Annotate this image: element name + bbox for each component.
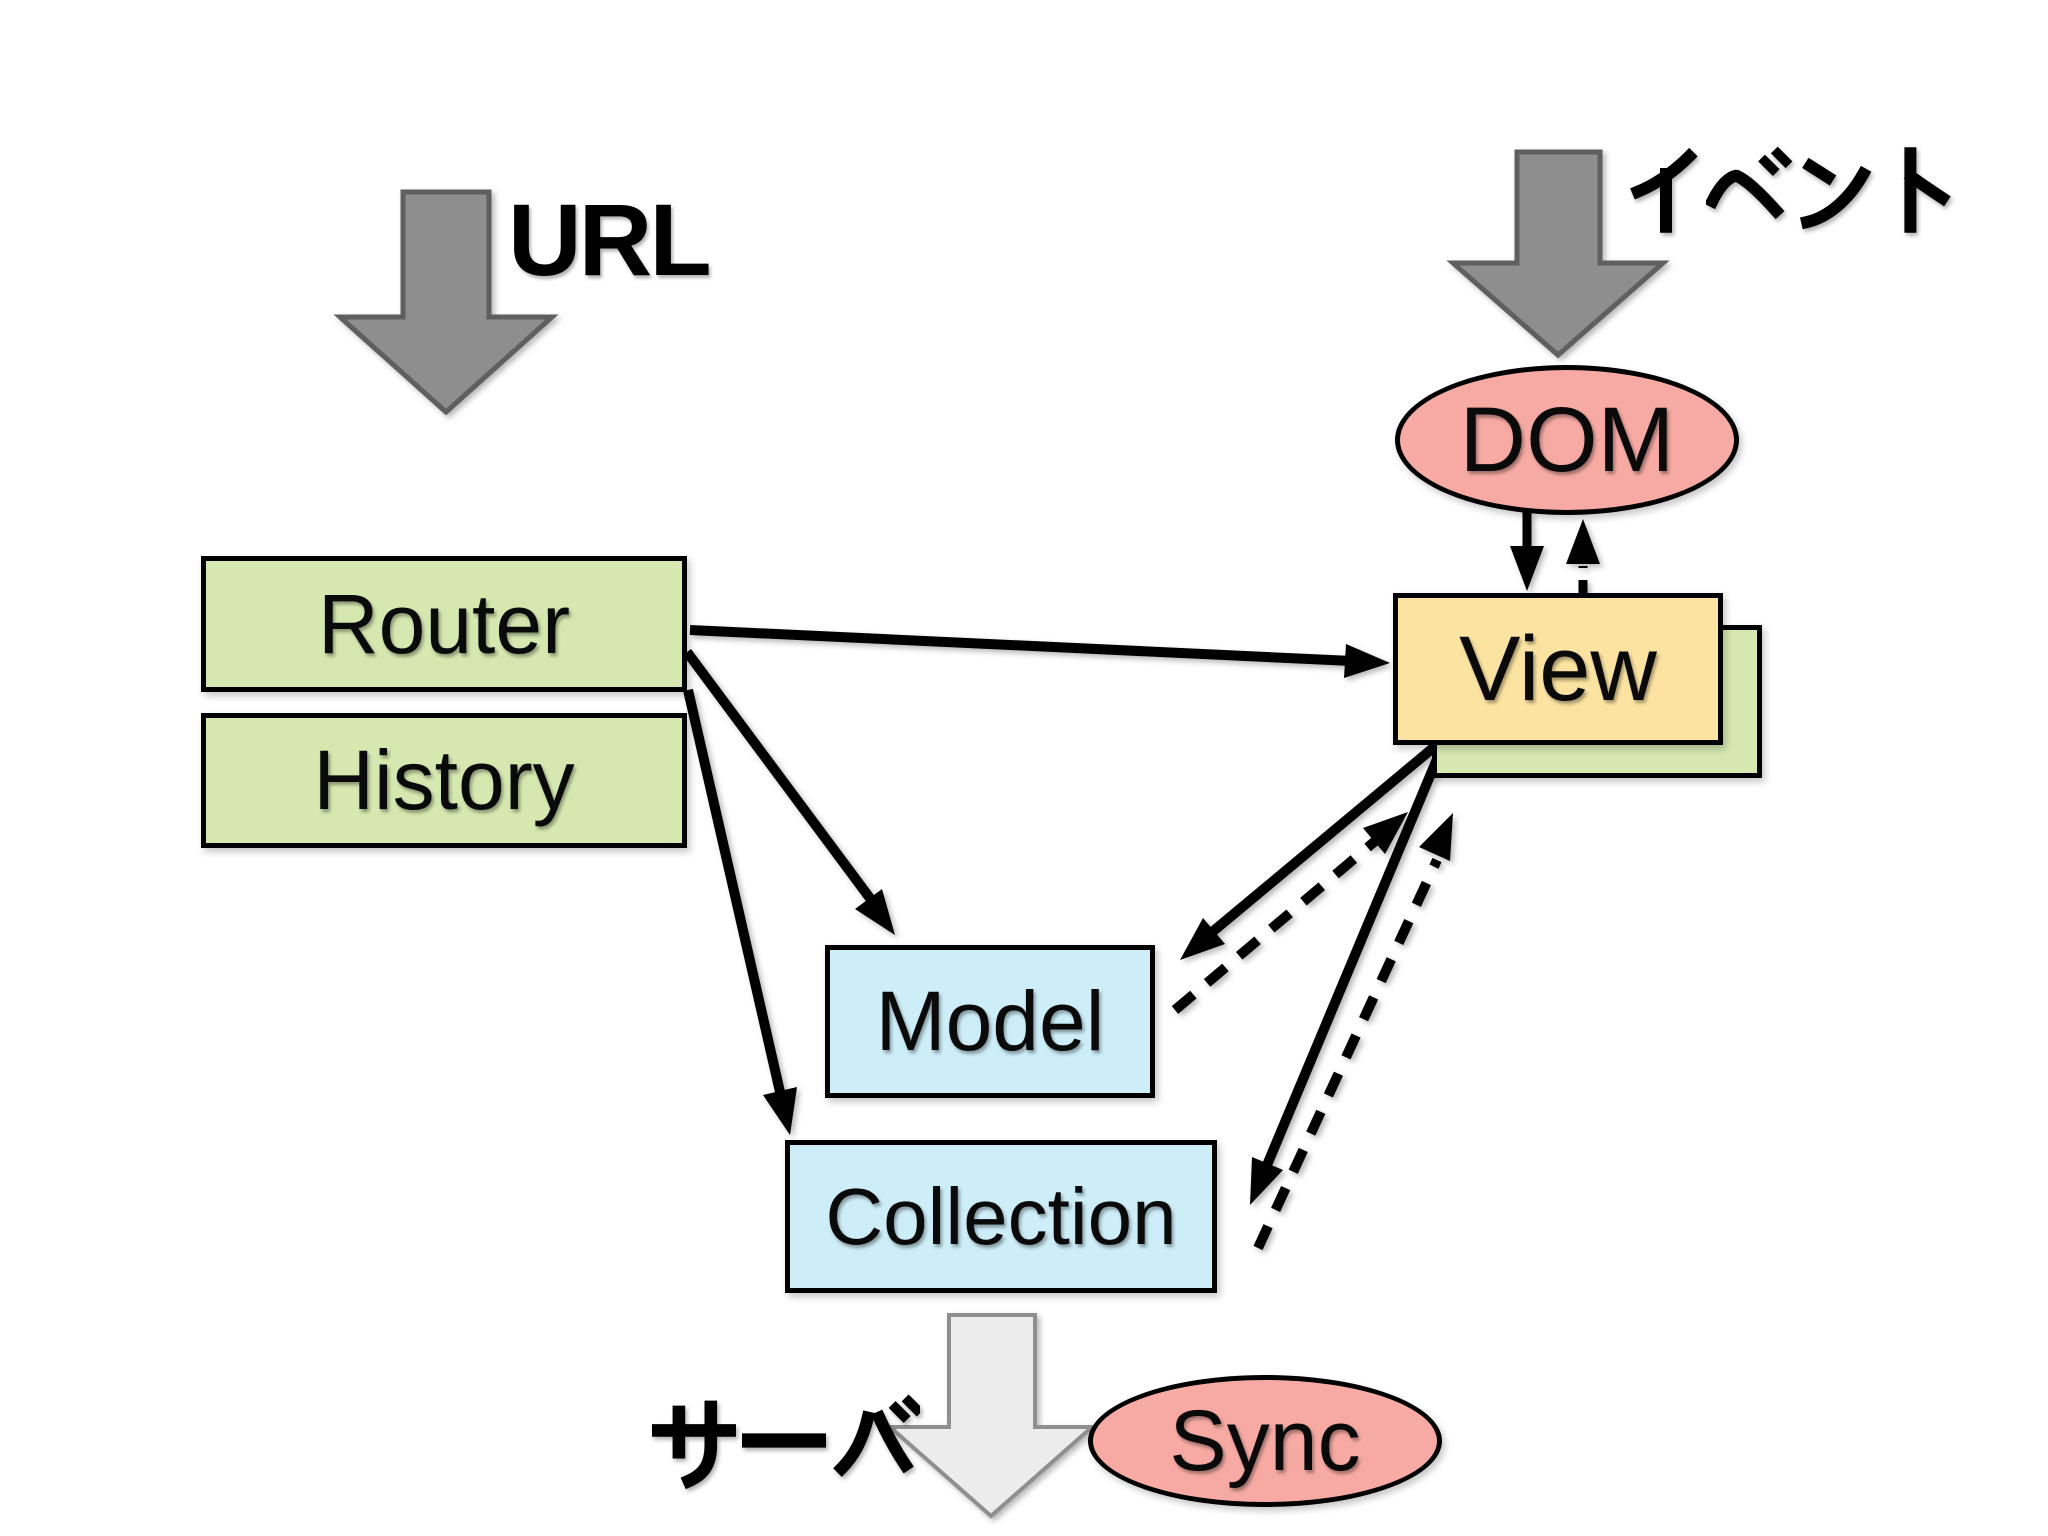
collection-label: Collection (825, 1171, 1177, 1261)
event-block-arrow-icon (1446, 149, 1670, 359)
url-label: URL (508, 183, 712, 297)
router-label: Router (317, 576, 571, 671)
edge-dom-to-view (1510, 512, 1544, 591)
server-block-arrow-icon (884, 1313, 1098, 1519)
edge-router-to-model (682, 649, 895, 935)
collection-node: Collection (785, 1140, 1217, 1293)
model-node: Model (825, 945, 1155, 1098)
server-label (652, 1388, 920, 1493)
edge-collection-to-view-dashed (1253, 813, 1453, 1251)
kana-i-icon (1630, 147, 1698, 233)
kana-sa-icon (652, 1400, 736, 1490)
sync-node: Sync (1088, 1375, 1442, 1507)
dom-label: DOM (1459, 388, 1675, 491)
kana-choon-icon (742, 1433, 826, 1448)
history-node: History (201, 713, 687, 848)
view-node: View (1393, 593, 1723, 745)
kana-n-icon (1800, 157, 1872, 230)
edge-view-to-model (1180, 734, 1449, 960)
view-label: View (1459, 617, 1657, 720)
sync-label: Sync (1169, 1392, 1361, 1489)
edge-router-to-collection (683, 688, 797, 1135)
kana-be-icon (1706, 146, 1792, 220)
kana-to-icon (1903, 147, 1951, 233)
edge-view-to-dom-dashed (1566, 519, 1600, 596)
edge-view-to-collection (1250, 750, 1445, 1205)
history-label: History (313, 733, 575, 827)
edge-router-to-view (689, 625, 1390, 678)
event-label (1622, 140, 1960, 240)
edge-model-to-view-dashed (1171, 812, 1408, 1014)
kana-ba-icon (833, 1394, 920, 1477)
url-block-arrow-icon (333, 189, 559, 416)
router-node: Router (201, 556, 687, 692)
dom-node: DOM (1395, 365, 1739, 515)
model-label: Model (875, 974, 1105, 1068)
